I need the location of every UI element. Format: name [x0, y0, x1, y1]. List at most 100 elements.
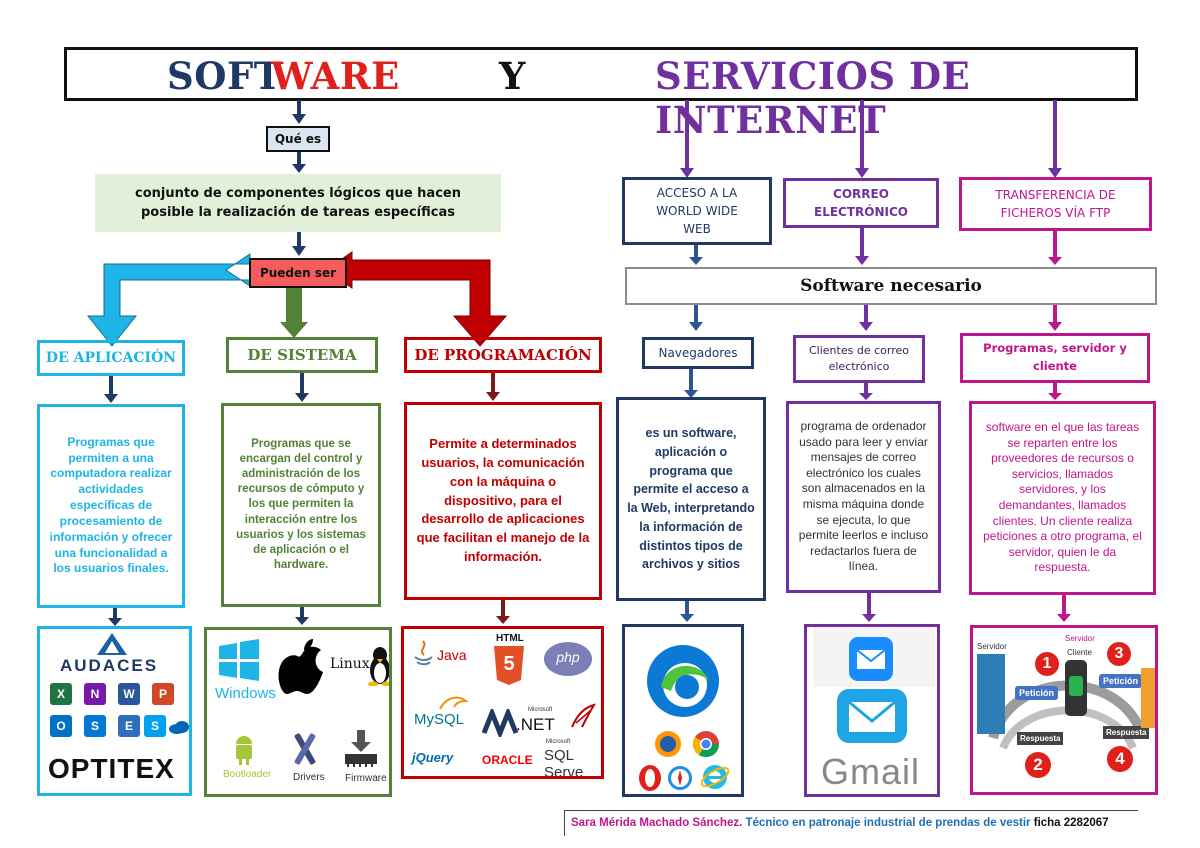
html5-icon: 5 [492, 646, 526, 686]
arrow-down [486, 392, 500, 401]
opera-icon [637, 763, 663, 794]
software-clientes-correo: Clientes de correo electrónico [793, 335, 925, 383]
arrow-down [862, 614, 876, 622]
tux-icon [367, 646, 389, 690]
excel-icon: X [50, 683, 72, 705]
mail-app-icon [849, 637, 893, 685]
pueden-ser-box: Pueden ser [249, 258, 347, 288]
outlook-icon: O [50, 715, 72, 737]
dotnet-icon [481, 706, 522, 741]
connector [300, 373, 304, 397]
arrow-down [1048, 257, 1062, 265]
arrow-down [1057, 614, 1071, 622]
title-y: Y [499, 54, 526, 98]
sistema-description: Programas que se encargan del control y … [221, 403, 381, 607]
connector [694, 245, 698, 259]
type-aplicacion: DE APLICACIÓN [37, 340, 185, 376]
type-sistema: DE SISTEMA [226, 337, 378, 373]
aplicacion-description: Programas que permiten a una computadora… [37, 404, 185, 608]
dotnet-prefix: Microsoft [528, 707, 553, 713]
php-label: php [556, 649, 580, 665]
arrow-down [855, 256, 869, 265]
chrome-icon [691, 729, 721, 763]
bootloader-label: Bootloader [223, 769, 272, 780]
audaces-label: AUDACES [60, 656, 159, 675]
exchange-icon: E [118, 715, 140, 737]
programacion-logos: Java HTML 5 php MySQL Microsoft .NET jQu… [401, 626, 604, 779]
java-icon [412, 639, 434, 671]
gmail-label: Gmail [821, 751, 921, 792]
safari-icon [667, 765, 693, 794]
software-definition: conjunto de componentes lógicos que hace… [95, 174, 501, 232]
service-ftp: TRANSFERENCIA DE FICHEROS VÍA FTP [959, 177, 1152, 231]
arrow-down [680, 614, 694, 622]
arrow-down [855, 168, 869, 178]
ftp-peticion-2: Petición [1099, 674, 1143, 688]
connector [689, 369, 693, 393]
service-correo: CORREO ELECTRÓNICO [783, 178, 939, 228]
ftp-diagram: Servidor Servidor Cliente 1 3 Petición P… [970, 625, 1158, 795]
pueden-ser-arrows [86, 251, 508, 347]
ftp-servidor-label: Servidor [977, 642, 1007, 651]
ftp-cliente-label: Cliente [1067, 648, 1092, 657]
onenote-icon: N [84, 683, 106, 705]
software-navegadores: Navegadores [642, 337, 754, 369]
arrow-down [292, 114, 306, 124]
firefox-icon [653, 729, 683, 763]
tools-icon [289, 730, 321, 772]
connector [300, 607, 304, 621]
onedrive-icon [168, 719, 189, 734]
connector [685, 100, 689, 172]
dotnet-label: .NET [516, 715, 555, 734]
step-1: 1 [1035, 652, 1059, 676]
arrow-down [859, 393, 873, 400]
footer: Sara Mérida Machado Sánchez. Técnico en … [564, 810, 1138, 836]
java-label: Java [437, 647, 467, 663]
arrow-down [292, 246, 306, 256]
aplicacion-logos: AUDACES X N W P O S E S OPTITEX [37, 626, 192, 796]
connector [864, 383, 868, 395]
android-icon [233, 734, 255, 770]
mail-logos: Gmail [804, 624, 940, 797]
ftp-peticion-1: Petición [1015, 686, 1059, 700]
arrow-down [689, 322, 703, 331]
server-icon-2 [1141, 668, 1155, 728]
linux-label: Linux [330, 656, 370, 672]
sharepoint-icon: S [84, 715, 106, 737]
connector [297, 232, 301, 248]
firmware-icon [341, 730, 381, 772]
envelope-icon [837, 689, 907, 747]
connector [867, 593, 871, 617]
arrow-down [295, 393, 309, 402]
ftp-respuesta-2: Respuesta [1103, 726, 1150, 739]
connector [694, 305, 698, 325]
edge-icon [643, 641, 723, 725]
arrow-down [689, 257, 703, 265]
arrow-down [1048, 322, 1062, 331]
optitex-label: OPTITEX [48, 753, 175, 784]
html-label: HTML [496, 633, 524, 644]
clientes-correo-description: programa de ordenador usado para leer y … [786, 401, 941, 593]
arrow-down [292, 164, 306, 173]
connector [297, 152, 301, 168]
connector [1062, 595, 1066, 617]
ftp-description: software en el que las tareas se reparte… [969, 401, 1156, 595]
phone-icon [1065, 660, 1087, 716]
ie-icon [699, 761, 731, 794]
oracle-label: ORACLE [482, 753, 533, 767]
navegadores-description: es un software, aplicación o programa qu… [616, 397, 766, 601]
service-www: ACCESO A LA WORLD WIDE WEB [622, 177, 772, 245]
word-icon: W [118, 683, 140, 705]
title-bar: SOFT WARE Y SERVICIOS DE INTERNET [64, 47, 1138, 142]
arrow-down [295, 617, 309, 625]
connector [1053, 383, 1057, 395]
programacion-description: Permite a determinados usuarios, la comu… [404, 402, 602, 600]
mysql-label: MySQL [414, 711, 465, 728]
sqlserver-icon [568, 703, 598, 733]
arrow-down [104, 394, 118, 403]
connector [491, 373, 495, 395]
title-servicios: SERVICIOS DE INTERNET [655, 54, 971, 142]
connector [1053, 305, 1057, 325]
connector [1053, 100, 1057, 172]
apple-icon [277, 638, 327, 704]
